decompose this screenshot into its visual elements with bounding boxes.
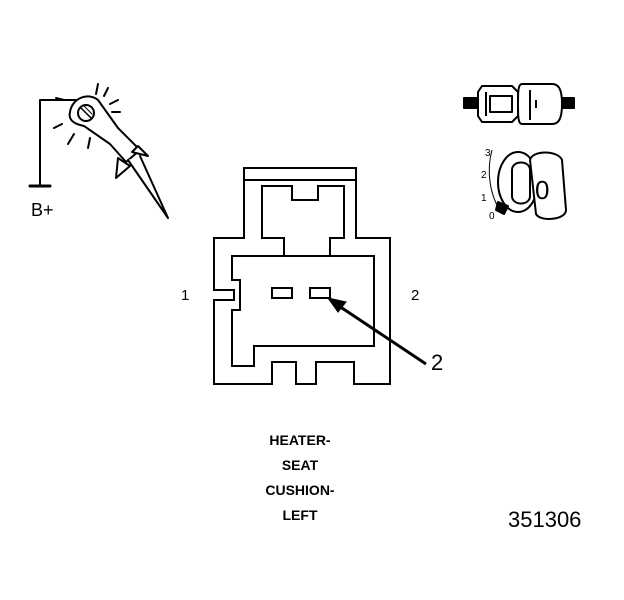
- caption-line-2: SEAT: [281, 457, 319, 473]
- ignition-position-1: 1: [481, 193, 487, 204]
- pin-2-terminal: [309, 287, 331, 299]
- ignition-switch-icon: [488, 149, 567, 220]
- caption-line-4: LEFT: [282, 507, 318, 523]
- pin-1-label: 1: [181, 287, 190, 304]
- test-light-icon: [28, 83, 169, 219]
- ignition-position-0: 0: [489, 211, 495, 222]
- connector-face-icon: [213, 167, 391, 385]
- ignition-key-label: 0: [535, 175, 550, 205]
- callout-label: 2: [431, 350, 444, 375]
- pin-1-terminal: [271, 287, 293, 299]
- plug-connector-icon: [463, 83, 575, 125]
- caption-line-3: CUSHION-: [265, 482, 335, 498]
- b-plus-label: B+: [31, 200, 54, 220]
- ignition-position-3: 3: [485, 148, 491, 159]
- ignition-position-2: 2: [481, 170, 487, 181]
- figure-number: 351306: [508, 507, 582, 532]
- pin-2-label: 2: [411, 287, 420, 304]
- callout-arrow: [326, 297, 427, 366]
- caption-line-1: HEATER-: [269, 432, 331, 448]
- connector-caption: HEATER- SEAT CUSHION- LEFT: [230, 428, 370, 528]
